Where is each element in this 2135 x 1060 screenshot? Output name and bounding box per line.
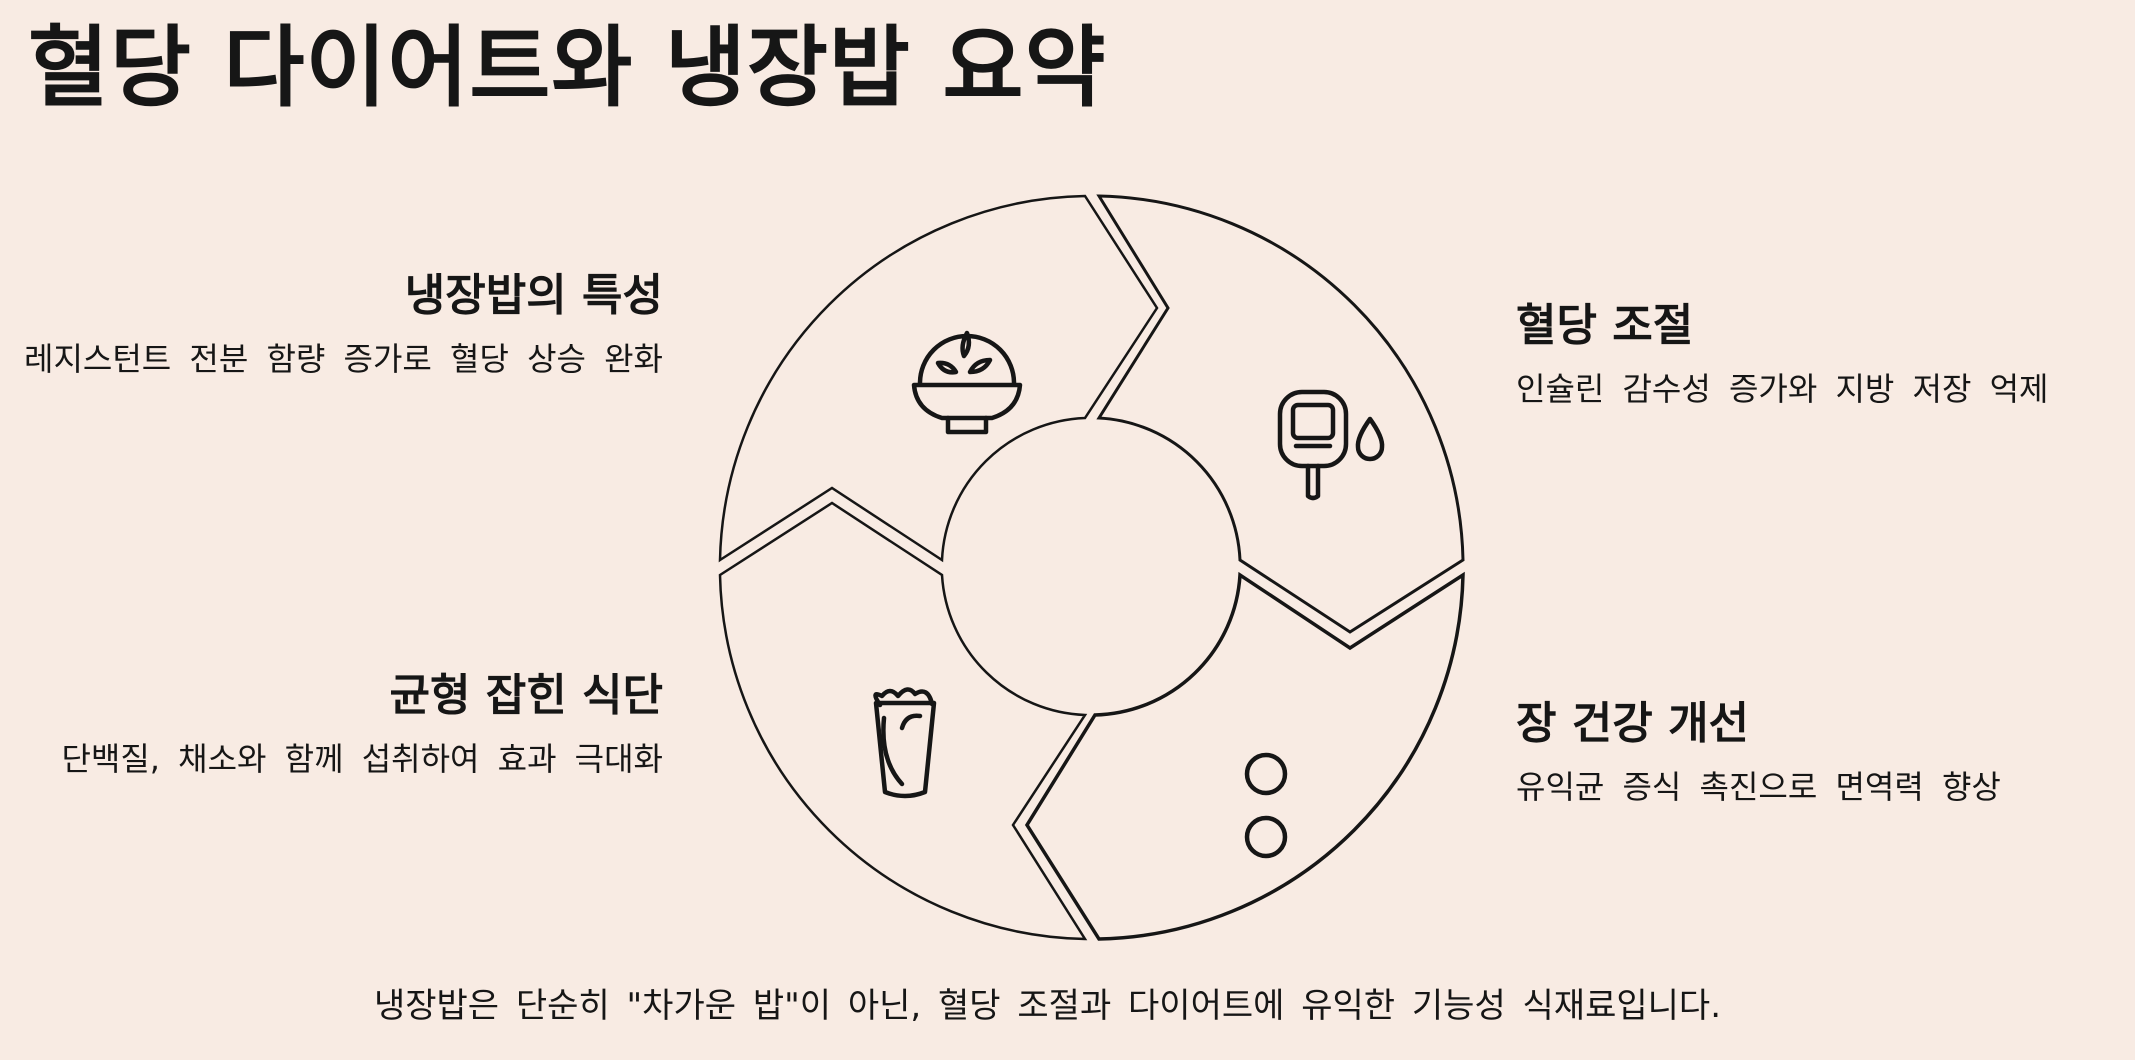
segment-info-blood-sugar: 혈당 조절 인슐린 감수성 증가와 지방 저장 억제 [1516,298,2116,418]
segment-heading: 냉장밥의 특성 [404,270,663,321]
segment-description: 유익균 증식 촉진으로 면역력 향상 [1516,768,2001,806]
segment-info-gut-health: 장 건강 개선 유익균 증식 촉진으로 면역력 향상 [1516,696,2116,816]
segment-top-left [718,194,1159,563]
segment-info-rice-properties: 냉장밥의 특성 레지스턴트 전분 함량 증가로 혈당 상승 완화 [23,268,663,388]
segment-heading: 혈당 조절 [1516,300,1694,351]
segment-description: 단백질, 채소와 함께 섭취하여 효과 극대화 [61,740,663,778]
rice-bowl-icon [911,330,1023,435]
segment-description: 레지스턴트 전분 함량 증가로 혈당 상승 완화 [24,340,663,378]
segment-heading: 장 건강 개선 [1516,698,1750,749]
segment-heading: 균형 잡힌 식단 [389,670,663,721]
glucose-meter-icon [1277,389,1385,501]
segment-info-balanced-diet: 균형 잡힌 식단 단백질, 채소와 함께 섭취하여 효과 극대화 [23,668,663,788]
segment-description: 인슐린 감수성 증가와 지방 저장 억제 [1516,370,2049,408]
summary-footer: 냉장밥은 단순히 "차가운 밥"이 아닌, 혈당 조절과 다이어트에 유익한 기… [373,986,1722,1026]
segment-bottom-right [1024,571,1465,941]
wrap-icon [873,687,937,799]
page-title: 혈당 다이어트와 냉장밥 요약 [28,16,1107,119]
probiotics-icon [1244,752,1288,859]
segment-bottom-left [718,501,1088,941]
